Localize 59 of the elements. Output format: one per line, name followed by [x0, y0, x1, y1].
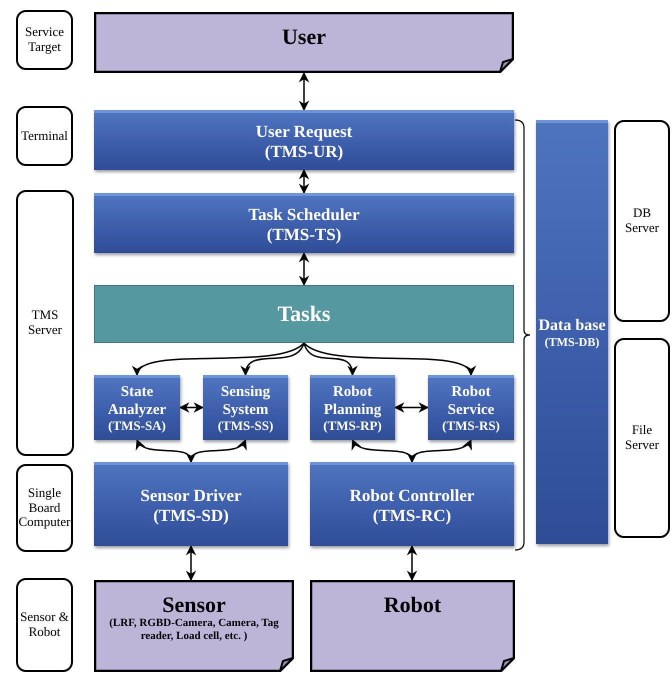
- module-box: [310, 462, 514, 546]
- box-title: Robot Service: [446, 384, 496, 419]
- arrow: [408, 439, 472, 464]
- box-title: Robot Planning: [322, 384, 382, 419]
- rounded-label-box: [614, 338, 670, 538]
- rounded-label-box: [16, 578, 73, 672]
- box-subtitle: (TMS-RS): [442, 418, 500, 434]
- arrow: [406, 544, 418, 582]
- box-title: Data base: [538, 317, 606, 336]
- document-shape: [94, 580, 294, 672]
- arrow: [298, 168, 310, 194]
- rounded-label-box: [16, 190, 74, 456]
- module-box: [310, 375, 395, 440]
- box-title: User: [282, 24, 326, 50]
- box-subtitle: (TMS-DB): [544, 336, 600, 350]
- box-title: Service Target: [24, 25, 65, 55]
- arrow: [298, 252, 310, 286]
- box-title: User Request: [256, 122, 352, 142]
- box-title: Sensor & Robot: [20, 610, 69, 640]
- box-subtitle: (TMS-SD): [153, 506, 229, 526]
- box-title: State Analyzer: [106, 384, 168, 419]
- module-box: [94, 375, 180, 440]
- module-box: [94, 110, 514, 170]
- box-title: Robot: [384, 592, 442, 618]
- box-subtitle: (LRF, RGBD-Camera, Camera, Tag reader, Load cell, etc. ): [108, 617, 280, 643]
- arrow: [178, 402, 204, 413]
- rounded-label-box: [16, 10, 73, 70]
- box-subtitle: (TMS-SS): [218, 418, 274, 434]
- module-box: [428, 375, 514, 440]
- box-title: DB Server: [624, 206, 660, 236]
- rounded-label-box: [16, 106, 73, 166]
- box-subtitle: (TMS-RP): [323, 418, 382, 434]
- module-box: [94, 193, 514, 253]
- arrow: [298, 72, 310, 112]
- box-subtitle: (TMS-UR): [264, 142, 344, 162]
- box-title: TMS Server: [27, 308, 63, 338]
- arrow: [394, 402, 430, 413]
- rounded-label-box: [16, 464, 73, 552]
- box-title: Robot Controller: [350, 486, 474, 506]
- box-title: Sensing System: [220, 384, 272, 419]
- box-subtitle: (TMS-RC): [372, 506, 452, 526]
- module-box: [94, 462, 288, 546]
- box-subtitle: (TMS-TS): [266, 224, 342, 244]
- arrow: [188, 439, 246, 464]
- box-title: File Server: [624, 423, 660, 453]
- database-bar: [536, 120, 608, 544]
- document-shape: [94, 12, 514, 73]
- box-title: Task Scheduler: [248, 204, 360, 224]
- box-subtitle: (TMS-SA): [108, 418, 166, 434]
- box-title: Tasks: [277, 301, 330, 327]
- rounded-label-box: [614, 120, 670, 322]
- tasks-box: [94, 285, 514, 343]
- box-title: Terminal: [21, 128, 68, 144]
- arrow: [186, 544, 196, 582]
- box-title: Single Board Computer: [18, 486, 70, 530]
- box-title: Sensor Driver: [140, 486, 242, 506]
- document-shape: [310, 580, 515, 672]
- box-title: Sensor: [162, 592, 226, 618]
- module-box: [203, 375, 288, 440]
